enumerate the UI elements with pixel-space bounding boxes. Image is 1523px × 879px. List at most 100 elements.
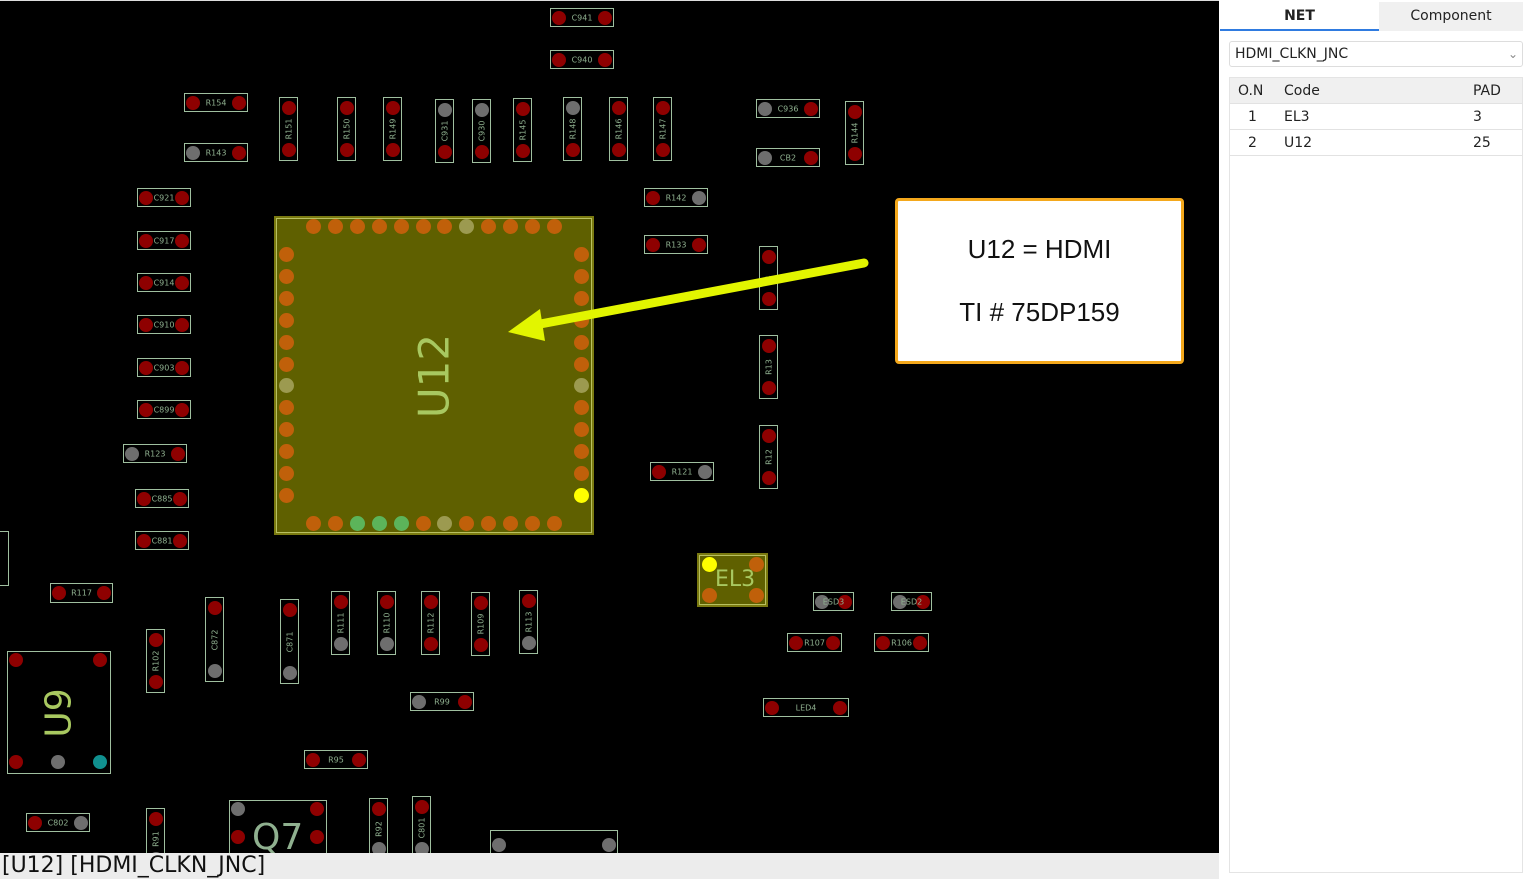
component-unnamed[interactable] bbox=[490, 830, 618, 853]
chip-pad[interactable] bbox=[279, 312, 294, 328]
q7-pad[interactable] bbox=[310, 802, 324, 816]
component-r113[interactable]: R113 bbox=[519, 590, 538, 654]
component-c941[interactable]: C941 bbox=[550, 8, 614, 27]
u9-pad[interactable] bbox=[9, 653, 23, 667]
component-c910[interactable]: C910 bbox=[137, 315, 191, 334]
pad[interactable] bbox=[139, 317, 153, 332]
pad[interactable] bbox=[692, 237, 706, 252]
pad[interactable] bbox=[655, 143, 670, 157]
pad[interactable] bbox=[148, 852, 163, 853]
pad[interactable] bbox=[761, 471, 776, 485]
chip-pad[interactable] bbox=[503, 516, 519, 531]
chip-pad[interactable] bbox=[349, 219, 365, 234]
pad[interactable] bbox=[232, 145, 246, 160]
pad[interactable] bbox=[137, 491, 151, 506]
component-c881[interactable]: C881 bbox=[135, 531, 189, 550]
q7-pad[interactable] bbox=[231, 830, 245, 844]
pad[interactable] bbox=[692, 190, 706, 205]
component-c903[interactable]: C903 bbox=[137, 358, 191, 377]
el3-pad[interactable] bbox=[702, 557, 717, 572]
chip-pad[interactable] bbox=[481, 516, 497, 531]
pad[interactable] bbox=[175, 190, 189, 205]
chip-pad[interactable] bbox=[306, 516, 321, 531]
pad[interactable] bbox=[74, 815, 88, 830]
pad[interactable] bbox=[474, 145, 489, 159]
chip-u12[interactable]: U12 bbox=[274, 216, 594, 535]
pad[interactable] bbox=[175, 317, 189, 332]
pad[interactable] bbox=[437, 145, 452, 159]
pad[interactable] bbox=[789, 635, 803, 650]
pad[interactable] bbox=[281, 143, 296, 157]
u9-pad[interactable] bbox=[51, 755, 65, 769]
chip-pad[interactable] bbox=[574, 247, 589, 262]
component-c930[interactable]: C930 bbox=[472, 99, 491, 163]
pad[interactable] bbox=[171, 446, 185, 461]
chip-pad[interactable] bbox=[574, 487, 589, 503]
component-r148[interactable]: R148 bbox=[563, 97, 582, 161]
chip-pad[interactable] bbox=[574, 444, 589, 460]
el3-pad[interactable] bbox=[702, 588, 717, 603]
component-r142[interactable]: R142 bbox=[644, 188, 708, 207]
pad[interactable] bbox=[838, 594, 852, 609]
pad[interactable] bbox=[761, 339, 776, 353]
pad[interactable] bbox=[847, 105, 862, 119]
pad[interactable] bbox=[175, 402, 189, 417]
pad[interactable] bbox=[758, 150, 772, 165]
pad[interactable] bbox=[125, 446, 139, 461]
edge-component[interactable] bbox=[0, 531, 9, 586]
component-r149[interactable]: R149 bbox=[383, 97, 402, 161]
q7-pad[interactable] bbox=[310, 830, 324, 844]
table-row[interactable]: 1 EL3 3 bbox=[1230, 104, 1522, 130]
pad[interactable] bbox=[207, 664, 222, 678]
el3-pad[interactable] bbox=[749, 588, 764, 603]
pad[interactable] bbox=[646, 190, 660, 205]
chip-pad[interactable] bbox=[574, 268, 589, 284]
component-r107[interactable]: R107 bbox=[787, 633, 842, 652]
pad[interactable] bbox=[282, 666, 297, 680]
chip-pad[interactable] bbox=[437, 516, 453, 531]
pad[interactable] bbox=[232, 95, 246, 110]
component-r99[interactable]: R99 bbox=[410, 692, 474, 711]
pad[interactable] bbox=[521, 636, 536, 650]
pad[interactable] bbox=[186, 145, 200, 160]
pad[interactable] bbox=[765, 700, 779, 715]
pad[interactable] bbox=[175, 233, 189, 248]
pad[interactable] bbox=[598, 10, 612, 25]
chip-pad[interactable] bbox=[574, 356, 589, 372]
component-c802[interactable]: C802 bbox=[26, 813, 90, 832]
pad[interactable] bbox=[913, 635, 927, 650]
chip-pad[interactable] bbox=[574, 290, 589, 306]
table-row[interactable]: 2 U12 25 bbox=[1230, 130, 1522, 156]
pad[interactable] bbox=[148, 675, 163, 689]
component-c940[interactable]: C940 bbox=[550, 50, 614, 69]
el3-pad[interactable] bbox=[749, 557, 764, 572]
component-r144[interactable]: R144 bbox=[845, 101, 864, 165]
pad[interactable] bbox=[282, 603, 297, 617]
component-r91[interactable]: R91 bbox=[146, 808, 165, 853]
pad[interactable] bbox=[207, 601, 222, 615]
pad[interactable] bbox=[423, 595, 438, 609]
col-code[interactable]: Code bbox=[1284, 83, 1320, 99]
pad[interactable] bbox=[804, 101, 818, 116]
pad[interactable] bbox=[893, 594, 907, 609]
component-r92[interactable]: R92 bbox=[369, 798, 388, 853]
chip-pad[interactable] bbox=[459, 516, 475, 531]
chip-pad[interactable] bbox=[574, 400, 589, 416]
pad[interactable] bbox=[552, 52, 566, 67]
component-c931[interactable]: C931 bbox=[435, 99, 454, 163]
component-r150[interactable]: R150 bbox=[337, 97, 356, 161]
component-esd3[interactable]: ESD3 bbox=[813, 592, 854, 611]
chip-pad[interactable] bbox=[574, 422, 589, 438]
pad[interactable] bbox=[385, 143, 400, 157]
component-r112[interactable]: R112 bbox=[421, 591, 440, 655]
component-c871[interactable]: C871 bbox=[280, 599, 299, 684]
chip-pad[interactable] bbox=[327, 516, 343, 531]
pad[interactable] bbox=[371, 842, 386, 853]
chip-pad[interactable] bbox=[459, 219, 475, 234]
component-el3[interactable]: EL3 bbox=[697, 553, 768, 607]
component-r95[interactable]: R95 bbox=[304, 750, 368, 769]
q7-pad[interactable] bbox=[231, 802, 245, 816]
pad[interactable] bbox=[437, 103, 452, 117]
chip-pad[interactable] bbox=[279, 290, 294, 306]
